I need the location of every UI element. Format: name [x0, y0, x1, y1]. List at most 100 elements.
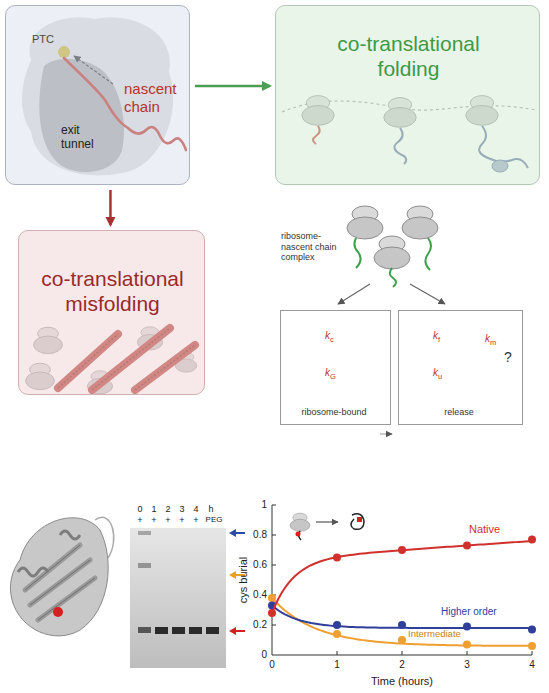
continuation-arrow: [380, 433, 392, 434]
treatment-mark: +: [151, 515, 156, 526]
data-point: [398, 621, 406, 629]
text-slot: kc: [325, 330, 334, 342]
text-slot: 0: [269, 659, 275, 671]
gel-band: [189, 627, 202, 634]
cysteine-marker: [53, 607, 63, 617]
symbol-subscript: m: [490, 338, 496, 347]
text-slot: PEG: [206, 515, 223, 524]
gel-background: [130, 528, 226, 668]
symbol-subscript: G: [330, 372, 336, 381]
data-point: [398, 546, 406, 554]
box-caption: release: [399, 407, 519, 418]
rnc-cluster: [338, 206, 445, 304]
text-slot: km: [485, 333, 496, 345]
flow-arrow: [195, 85, 270, 88]
axis-tick: 0.4: [253, 589, 267, 601]
data-point: [333, 630, 341, 638]
data-point: [268, 594, 276, 602]
text-slot: 1: [261, 499, 267, 511]
text-slot: ribosome-bound: [281, 407, 387, 418]
text-slot: h: [208, 504, 213, 515]
text-slot: Native: [468, 523, 501, 536]
treatment-mark: +: [193, 515, 198, 526]
band-arrow-red: [236, 630, 245, 632]
time-point: 1: [151, 504, 156, 515]
reagent-label: PEG: [206, 515, 223, 524]
series-label: Higher order: [440, 606, 498, 618]
panel-box: PTC exit tunnel nascent chain: [5, 5, 190, 185]
gel-band: [172, 627, 185, 634]
text-slot: kf: [433, 330, 440, 342]
data-point: [528, 536, 536, 544]
fit-curve: [272, 541, 532, 613]
rate-constant: ku: [433, 367, 442, 379]
text-slot: 1: [151, 504, 156, 515]
axis-tick: 1: [261, 499, 267, 511]
series-label: Intermediate: [407, 629, 462, 639]
axis-tick: 1: [334, 659, 340, 671]
text-slot: 0.2: [253, 619, 267, 631]
text-slot: co-translational misfolding: [27, 267, 198, 317]
data-point: [333, 621, 341, 629]
gel-image: [130, 528, 245, 668]
gel-band: [155, 627, 168, 634]
protein-structure: [10, 517, 113, 636]
text-slot: 3: [179, 504, 184, 515]
text-slot: 0.4: [253, 589, 267, 601]
green-chain: [390, 268, 396, 287]
data-point: [463, 542, 471, 550]
symbol-base: k: [325, 330, 330, 341]
text-slot: 3: [464, 659, 470, 671]
symbol-subscript: c: [330, 335, 334, 344]
ribosome-icon: [290, 513, 310, 531]
data-point: [463, 623, 471, 631]
text-slot: +: [165, 515, 170, 526]
axis-tick: 0: [261, 649, 267, 661]
box-caption: ribosome-bound: [281, 407, 387, 418]
data-series: [268, 536, 536, 618]
green-chain: [425, 238, 431, 270]
split-arrow: [410, 284, 445, 304]
data-point: [398, 636, 406, 644]
chart-axes: [272, 505, 532, 655]
axis-tick: 0.6: [253, 559, 267, 571]
complex-label: ribosome-nascent chain complex: [281, 231, 343, 263]
unit-label: h: [208, 504, 213, 515]
data-series: [268, 594, 536, 650]
text-slot: exit tunnel: [61, 123, 109, 151]
band-arrow-orange: [229, 571, 236, 579]
text-slot: cys burial: [237, 557, 250, 603]
text-slot: Higher order: [440, 606, 498, 618]
gel-band: [138, 627, 151, 633]
band-arrow-red: [229, 627, 236, 635]
split-arrow: [338, 284, 370, 304]
beta-strand-edge: [25, 545, 95, 620]
band-arrow-blue: [229, 529, 236, 537]
text-slot: ?: [504, 349, 512, 366]
symbol-base: k: [485, 333, 490, 344]
text-slot: nascent chain: [124, 80, 186, 115]
flow-arrow: [109, 190, 112, 225]
rate-constant: kc: [325, 330, 334, 342]
text-slot: +: [137, 515, 142, 526]
text-slot: 0.6: [253, 559, 267, 571]
time-point: 2: [165, 504, 170, 515]
text-slot: 0: [261, 649, 267, 661]
text-slot: 1: [334, 659, 340, 671]
data-point: [528, 642, 536, 650]
rate-constant: kf: [433, 330, 440, 342]
axis-title: cys burial: [237, 557, 250, 603]
text-slot: 2: [399, 659, 405, 671]
part-label: nascent chain: [124, 80, 186, 115]
axis-tick: 0: [269, 659, 275, 671]
series-label: Native: [468, 523, 501, 536]
inset-cys: [296, 532, 301, 537]
fit-curve: [272, 598, 532, 646]
green-chain: [354, 238, 360, 268]
text-slot: 2: [165, 504, 170, 515]
data-point: [528, 626, 536, 634]
text-slot: Intermediate: [407, 629, 462, 639]
part-label: PTC: [32, 33, 54, 46]
gel-band: [206, 627, 219, 634]
